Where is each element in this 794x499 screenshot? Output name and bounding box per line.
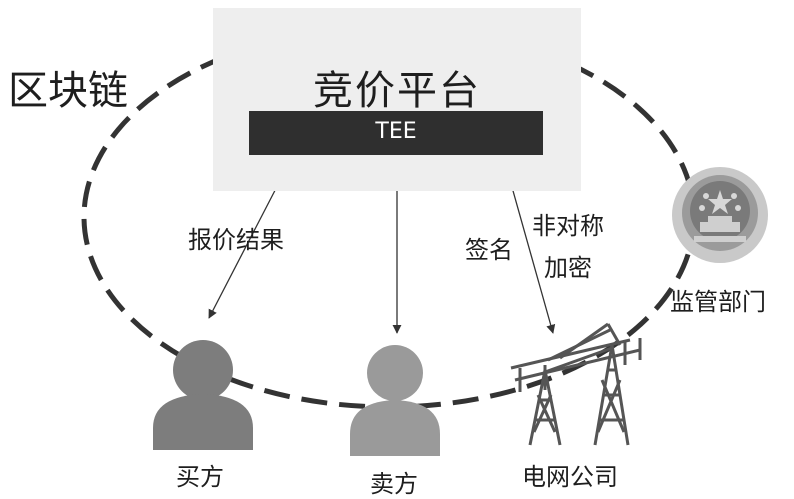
regulator-label: 监管部门 [670,288,766,316]
power-pylon-icon [510,322,642,446]
tee-bar [249,111,543,155]
buyer-platform-arrow [208,172,285,319]
grid-platform-arrow [505,172,556,334]
buyer-person-icon [153,340,253,450]
bidding-platform-box [213,8,581,191]
buyer-edge-label: 报价结果 [188,226,284,254]
buyer-label: 买方 [176,463,224,491]
seller-label: 卖方 [370,470,418,498]
national-emblem-icon [672,167,768,263]
grid-edge-label-asymmetric: 非对称 [532,212,604,240]
bidding-platform-title: 竞价平台 [313,68,481,114]
tee-label: TEE [375,119,417,144]
grid-edge-label-encryption: 加密 [544,254,592,282]
seller-person-icon [350,345,440,456]
blockchain-label: 区块链 [8,68,128,114]
grid-edge-label-signature: 签名 [465,236,513,264]
grid-company-label: 电网公司 [522,463,618,491]
